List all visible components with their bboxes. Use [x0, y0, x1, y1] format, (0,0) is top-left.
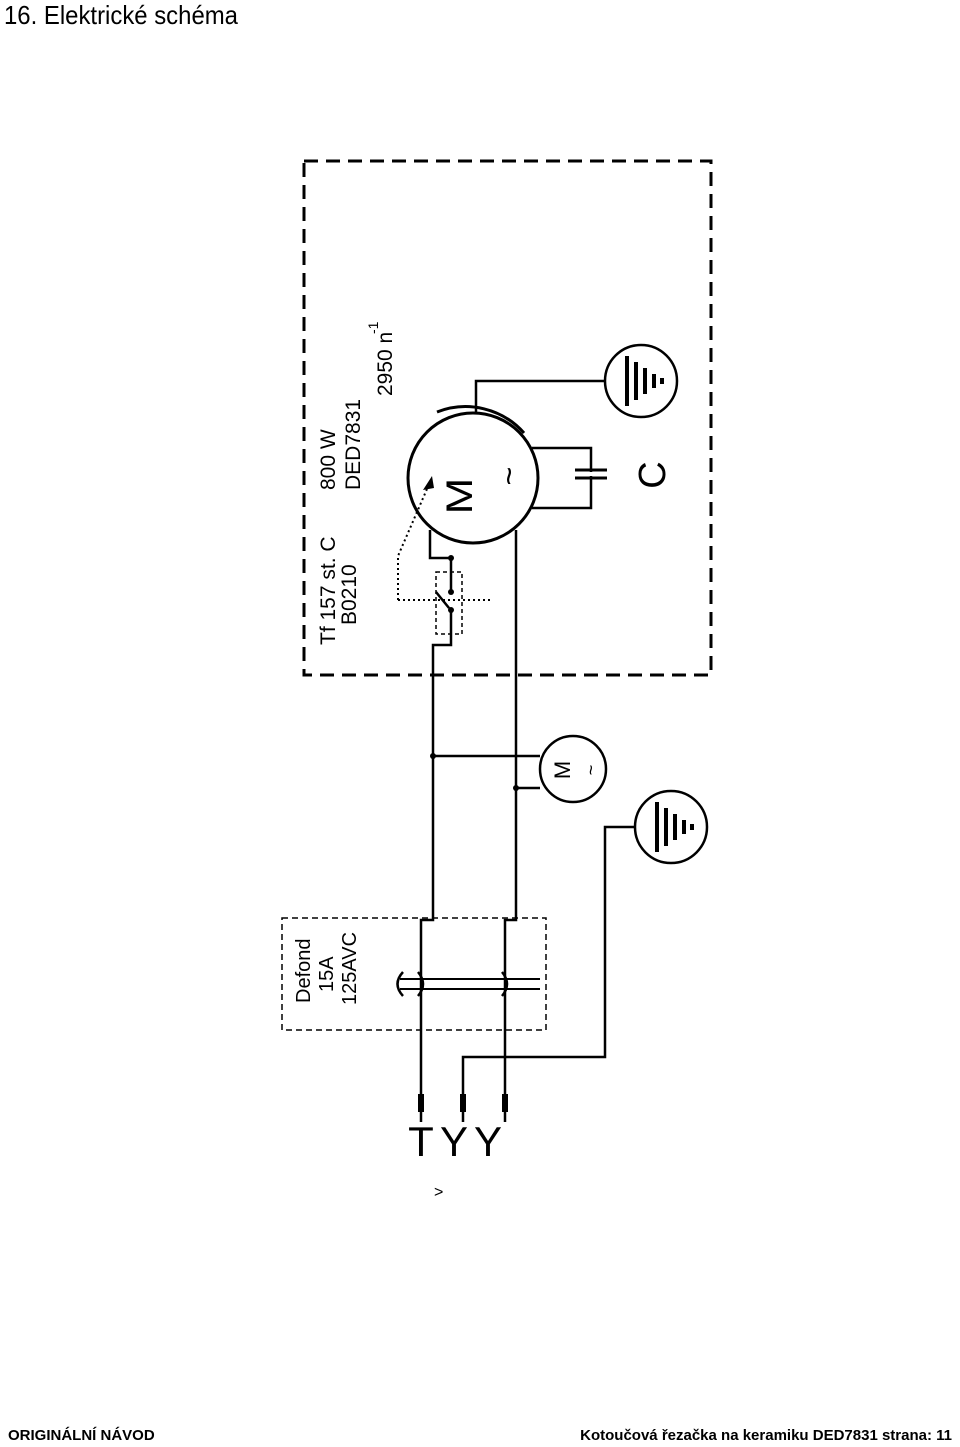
wire-left — [428, 530, 453, 592]
fan-motor-symbol — [538, 734, 608, 804]
motor-brush-arc — [436, 405, 526, 434]
main-motor-tilde: ~ — [491, 467, 527, 486]
thermal-switch-label-1: Tf 157 st. C — [317, 536, 340, 645]
wire-right — [503, 530, 518, 1122]
terminal-label-y2: Y — [474, 1118, 502, 1165]
thermal-switch-label-2: B0210 — [338, 564, 361, 625]
terminal-pin-y2 — [502, 1094, 508, 1112]
footer-page-info: Kotoučová řezačka na keramiku DED7831 st… — [580, 1427, 952, 1444]
fan-motor-letter: M — [550, 761, 575, 779]
motor-enclosure-box — [302, 159, 713, 677]
terminal-label-y1: Y — [440, 1118, 468, 1165]
motor-ground-symbol — [603, 343, 679, 419]
fan-motor-tilde: ~ — [581, 765, 601, 776]
motor-ground-wire — [474, 379, 606, 414]
breaker-current-label: 15A — [316, 956, 338, 992]
thermal-switch-box — [435, 571, 463, 635]
terminal-pin-y1 — [460, 1094, 466, 1112]
footer-manual-label: ORIGINÁLNÍ NÁVOD — [8, 1427, 155, 1444]
motor-speed-exponent: -1 — [365, 321, 381, 334]
motor-model-label: DED7831 — [342, 399, 365, 490]
ground-icon-2 — [655, 802, 694, 852]
thermal-arrow-head — [423, 476, 434, 490]
breaker-hook — [396, 971, 404, 997]
stray-mark: > — [434, 1184, 443, 1201]
breaker-box — [281, 917, 547, 1031]
terminal-pin-t — [418, 1094, 424, 1112]
main-motor-symbol — [406, 411, 540, 545]
motor-power-label: 800 W — [317, 429, 340, 490]
motor-speed-label: 2950 n — [374, 332, 397, 396]
thermal-switch-contact — [435, 591, 450, 609]
chassis-ground-symbol — [633, 789, 709, 865]
terminal-label-t: T — [408, 1118, 434, 1165]
wire-left-lower — [419, 610, 453, 1122]
ground-icon — [625, 356, 664, 406]
breaker-brand-label: Defond — [293, 939, 315, 1004]
ground-wire — [461, 825, 635, 1122]
page-title: 16. Elektrické schéma — [4, 0, 238, 30]
breaker-voltage-label: 125AVC — [339, 932, 361, 1005]
main-motor-letter: M — [438, 478, 480, 515]
capacitor-label: C — [632, 461, 674, 488]
thermal-switch-dotted-link — [397, 481, 431, 600]
